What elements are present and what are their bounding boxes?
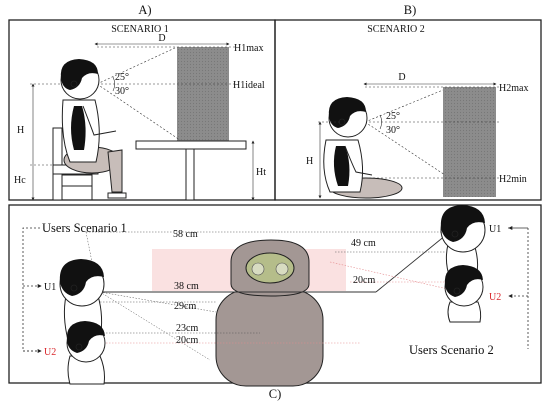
person-seated-a (60, 59, 127, 199)
label-d-a: D (158, 33, 165, 44)
dist-20b: 20cm (176, 335, 198, 346)
label-h2max: H2max (499, 83, 528, 94)
panel-a-title: SCENARIO 1 (111, 24, 169, 35)
label-h-b: H (306, 156, 313, 167)
user-u2-right (444, 265, 484, 323)
right-u1-label: U1 (489, 224, 501, 235)
label-h1ideal: H1ideal (233, 80, 265, 91)
dist-49: 49 cm (351, 238, 376, 249)
table (135, 140, 247, 201)
dist-23: 23cm (176, 323, 198, 334)
panel-c-letter: C) (269, 387, 282, 401)
dist-29: 29cm (174, 301, 196, 312)
label-angle-down-b: 30° (386, 125, 400, 136)
label-h2min: H2min (499, 174, 527, 185)
label-angle-up-a: 25° (115, 72, 129, 83)
label-hc: Hc (14, 175, 26, 186)
person-floor-b (323, 97, 403, 199)
dist-58: 58 cm (173, 229, 198, 240)
label-h-a: H (17, 125, 24, 136)
dist-38: 38 cm (174, 281, 199, 292)
robot-face (245, 252, 295, 284)
left-u1-label: U1 (44, 282, 56, 293)
users-scenario-2-label: Users Scenario 2 (409, 343, 494, 357)
panel-b-title: SCENARIO 2 (367, 24, 425, 35)
label-angle-down-a: 30° (115, 86, 129, 97)
panel-b-frame (274, 19, 542, 201)
panel-b-letter: B) (404, 3, 417, 17)
display-board-a (177, 47, 229, 145)
panel-b-content: D H2max H2min 25° 30° H (306, 72, 528, 199)
display-board-b (443, 87, 496, 197)
panel-a-letter: A) (138, 3, 151, 17)
label-ht: Ht (256, 167, 266, 178)
panel-c-content: 58 cm 49 cm 38 cm 20cm 29cm 23cm 20cm (22, 205, 529, 387)
user-u2-left (66, 321, 106, 385)
left-u2-label: U2 (44, 347, 56, 358)
label-d-b: D (398, 72, 405, 83)
panel-a-content: D H1max H1ideal 25° 30° H Hc (14, 33, 266, 201)
dist-20a: 20cm (353, 275, 375, 286)
user-u1-right (440, 205, 486, 279)
users-scenario-1-label: Users Scenario 1 (42, 221, 127, 235)
label-h1max: H1max (234, 43, 263, 54)
label-angle-up-b: 25° (386, 111, 400, 122)
robot (215, 239, 324, 387)
right-u2-label: U2 (489, 292, 501, 303)
